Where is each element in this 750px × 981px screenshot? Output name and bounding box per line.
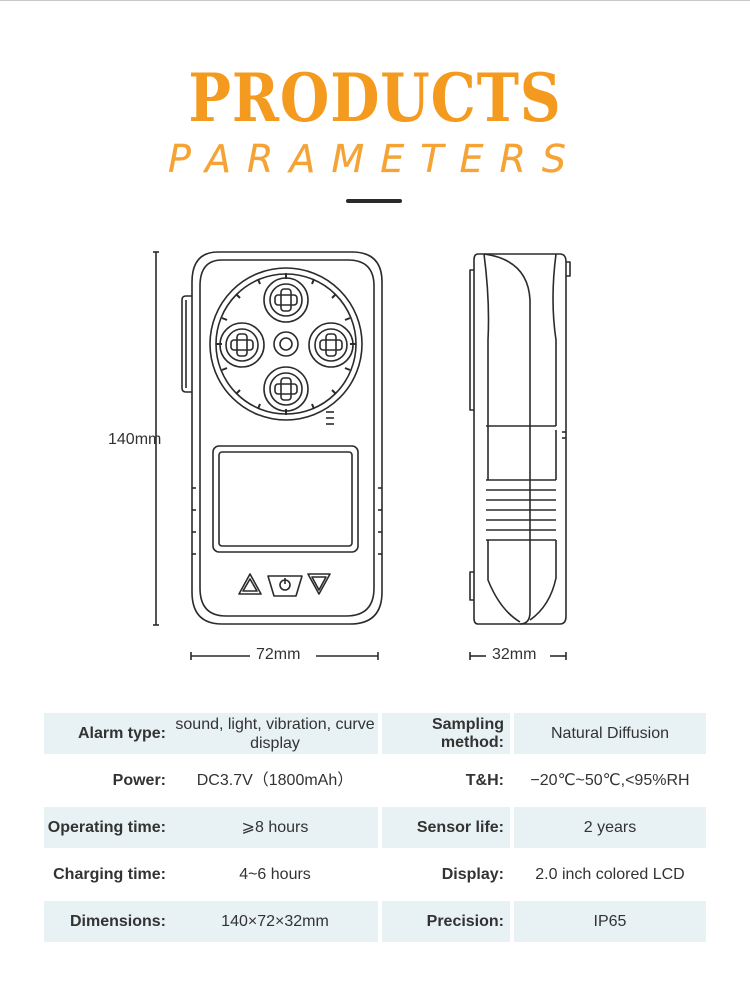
spec-label: Alarm type: xyxy=(44,713,172,754)
width-label: 72mm xyxy=(256,646,301,663)
spec-value: 2 years xyxy=(514,807,706,848)
spec-label: Operating time: xyxy=(44,807,172,848)
sensor-bottom xyxy=(263,366,309,412)
spec-label: Charging time: xyxy=(53,865,166,883)
page-title: PRODUCTS xyxy=(188,59,562,137)
sensor-left xyxy=(219,322,265,368)
spec-row: Charging time: 4~6 hours Display: 2.0 in… xyxy=(44,851,706,898)
button-down-icon xyxy=(307,573,331,595)
product-drawing xyxy=(153,251,571,660)
spec-value: Natural Diffusion xyxy=(514,713,706,754)
device-screen xyxy=(212,445,359,553)
device-front-view xyxy=(181,251,383,625)
button-up-icon xyxy=(238,573,262,595)
height-label: 140mm xyxy=(108,431,162,448)
page-subtitle: PARAMETERS xyxy=(0,137,750,181)
spec-value: sound, light, vibration, curve display xyxy=(172,713,378,754)
spec-value: IP65 xyxy=(514,901,706,942)
dial-ticks xyxy=(216,273,356,415)
spec-label: Sampling method: xyxy=(382,713,510,754)
spec-value: 4~6 hours xyxy=(239,866,311,883)
spec-value: 140×72×32mm xyxy=(172,901,378,942)
spec-value: ⩾8 hours xyxy=(172,807,378,848)
title-underline xyxy=(346,199,402,203)
device-side-view xyxy=(469,253,571,625)
spec-label: Power: xyxy=(112,771,166,789)
width-dimension-line xyxy=(190,652,379,660)
sensor-right xyxy=(308,322,354,368)
spec-label: Dimensions: xyxy=(44,901,172,942)
sensor-top xyxy=(263,277,309,323)
page-subtitle-text: PARAMETERS xyxy=(168,137,582,181)
spec-table: Alarm type: sound, light, vibration, cur… xyxy=(44,710,706,945)
spec-label: Display: xyxy=(441,865,504,883)
spec-row: Operating time: ⩾8 hours Sensor life: 2 … xyxy=(44,804,706,851)
button-power-icon xyxy=(267,575,303,597)
spec-value: −20℃~50℃,<95%RH xyxy=(530,772,690,789)
spec-value: DC3.7V（1800mAh） xyxy=(196,772,354,789)
spec-value: 2.0 inch colored LCD xyxy=(535,866,685,883)
depth-label: 32mm xyxy=(492,646,537,663)
spec-label: Precision: xyxy=(382,901,510,942)
depth-dimension-line xyxy=(469,652,567,660)
top-divider xyxy=(0,0,750,1)
spec-row: Power: DC3.7V（1800mAh） T&H: −20℃~50℃,<95… xyxy=(44,757,706,804)
spec-row: Dimensions: 140×72×32mm Precision: IP65 xyxy=(44,898,706,945)
spec-label: T&H: xyxy=(465,771,504,789)
height-dimension-line xyxy=(153,251,159,626)
spec-label: Sensor life: xyxy=(382,807,510,848)
spec-row: Alarm type: sound, light, vibration, cur… xyxy=(44,710,706,757)
